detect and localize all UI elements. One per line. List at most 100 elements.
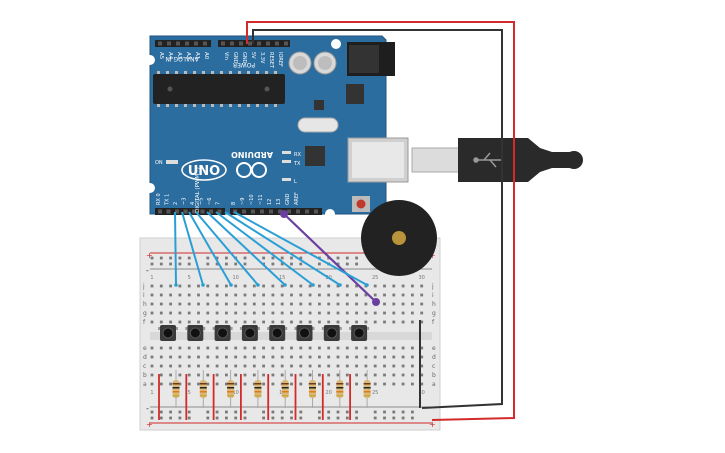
chip-legs [157,71,277,107]
rail-hole [336,416,340,420]
breadboard-hole [169,364,172,368]
breadboard-hole [197,355,200,359]
atmega-chip [153,74,285,104]
usb-cable-end [565,151,583,169]
breadboard-hole [345,382,349,386]
uno-label: UNO [188,164,221,179]
breadboard-hole [178,346,182,350]
chip-leg [184,104,187,107]
breadboard-hole [234,302,238,306]
push-button-leg [294,327,297,330]
breadboard-hole [234,382,238,386]
breadboard-hole [187,284,191,288]
breadboard-hole [392,346,396,350]
rail-hole [280,256,284,260]
breadboard-hole [364,346,368,350]
push-button-cap[interactable] [353,327,365,339]
breadboard-hole [345,346,349,350]
reset-button-cap[interactable] [356,199,366,209]
breadboard-hole [150,364,154,368]
push-buttons[interactable] [158,325,370,341]
row-letter: d [143,354,147,361]
rail-hole [169,416,172,420]
wire-gnd-to-rail[interactable] [252,29,503,409]
breadboard-hole [401,293,405,297]
push-button-cap[interactable] [271,327,283,339]
digital-pin-label: 12 [267,199,273,205]
chip-dot [167,86,173,92]
rail-hole [206,262,210,266]
breadboard-hole [299,382,303,386]
capacitor-top [318,56,332,70]
chip-leg [157,104,160,107]
breadboard-hole [271,302,275,306]
breadboard-hole [420,382,424,386]
breadboard-hole [318,373,321,377]
usb-cable[interactable] [411,138,583,182]
push-button-cap[interactable] [162,327,174,339]
mount-hole [325,209,335,219]
resistor-band [336,395,344,397]
breadboard-hole [420,346,424,350]
breadboard-hole [318,320,321,324]
breadboard-hole [327,364,331,368]
breadboard-hole [373,364,377,368]
breadboard-hole [252,284,256,288]
push-button-leg [212,327,215,330]
rail-hole [169,410,172,414]
wire-buzzer[interactable] [283,213,377,303]
resistor-band [336,391,344,393]
breadboard-hole [299,355,303,359]
breadboard-hole [364,302,368,306]
breadboard-hole [411,284,414,288]
breadboard-hole [290,284,293,288]
signal-wire[interactable] [233,211,368,286]
signal-wire[interactable] [181,211,204,286]
digital-pin-label: AREF [294,192,300,205]
small-ic [314,100,324,110]
breadboard-hole [150,355,154,359]
power-pin-label: Vin [223,52,229,60]
piezo-buzzer[interactable] [361,200,437,276]
header-pin [314,209,318,214]
breadboard-hole [159,320,163,324]
breadboard-hole [225,355,228,359]
signal-wire[interactable] [174,211,177,286]
on-led [166,160,178,164]
push-button-cap[interactable] [299,327,310,339]
breadboard-hole [345,293,349,297]
push-button-cap[interactable] [189,327,201,339]
breadboard-hole [308,355,312,359]
signal-wire[interactable] [206,211,286,286]
wire-5v-to-rail[interactable] [246,21,515,421]
resistor-band [199,383,207,385]
breadboard-hole [187,311,191,315]
signal-wire[interactable] [195,211,259,286]
usb-ic [305,146,325,166]
breadboard-hole [383,382,386,386]
breadboard-hole [159,293,163,297]
breadboard-hole [411,364,414,368]
push-button-cap[interactable] [326,327,338,339]
breadboard-hole [280,346,284,350]
signal-wire[interactable] [224,211,341,286]
chip-leg [229,71,232,74]
usb-plug-metal [411,147,461,173]
breadboard-hole [271,382,275,386]
row-letter: c [432,363,435,370]
breadboard-hole [318,382,321,386]
breadboard-hole [345,302,349,306]
signal-wires[interactable] [174,211,369,287]
red-jumpers[interactable] [158,374,352,420]
row-letter: e [143,345,147,352]
signal-wire[interactable] [188,211,232,286]
column-number: 10 [233,275,239,281]
breadboard-hole [318,346,321,350]
breadboard-hole [373,293,377,297]
push-button-cap[interactable] [217,327,229,339]
power-pin-label: GND [232,52,238,64]
voltage-regulator [346,84,364,104]
signal-wire[interactable] [215,211,314,286]
push-button-cap[interactable] [244,327,256,339]
